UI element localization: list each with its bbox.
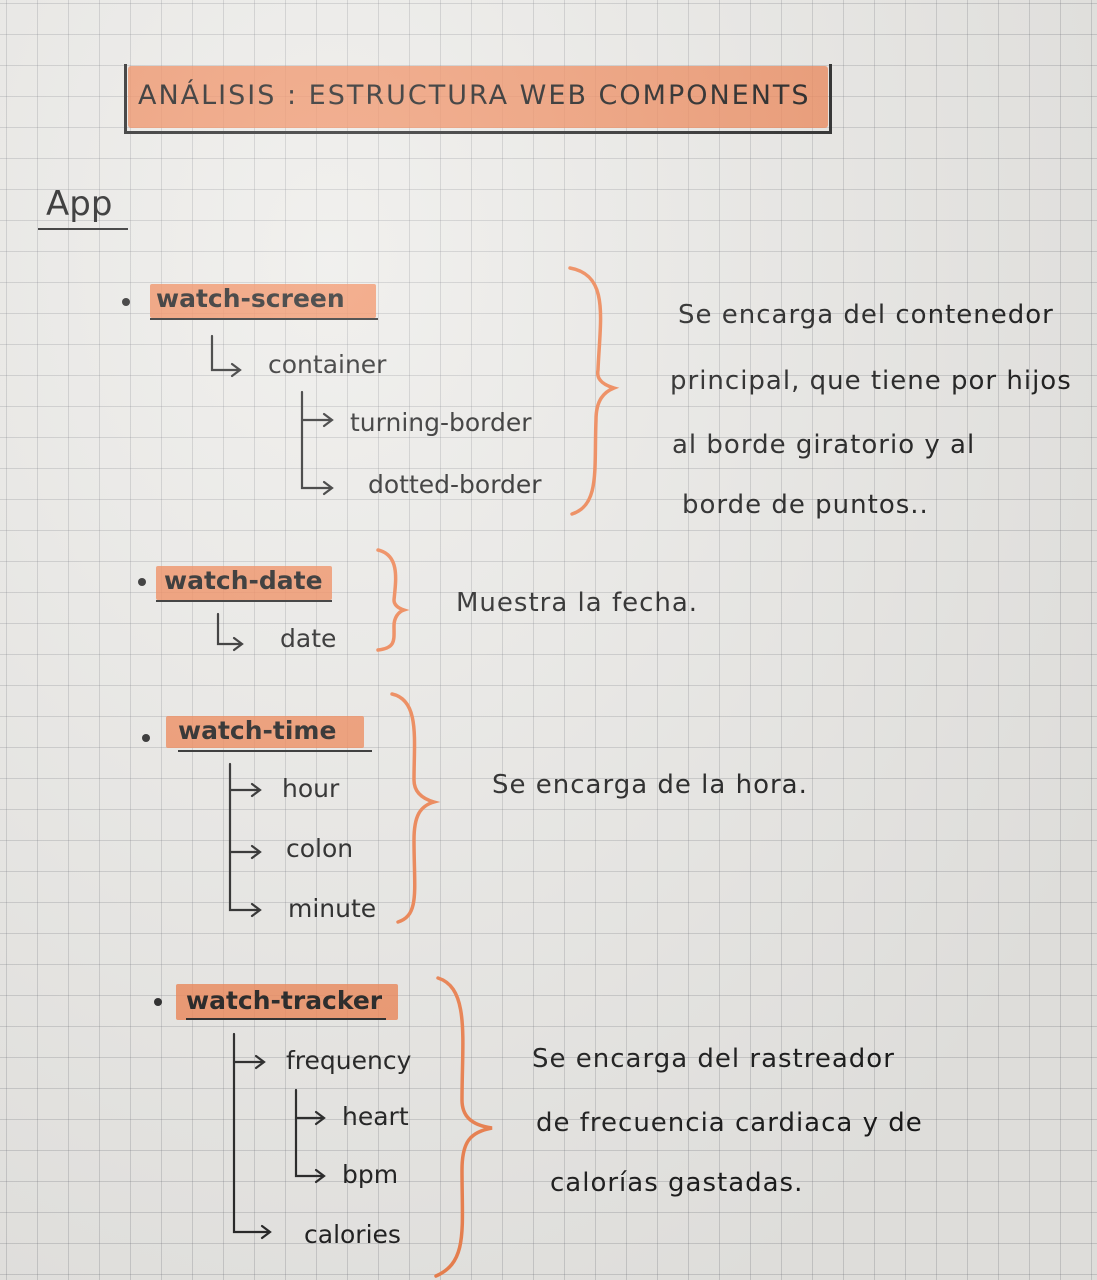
page-title: ANÁLISIS : ESTRUCTURA WEB COMPONENTS	[138, 80, 811, 111]
child-bpm: bpm	[342, 1160, 399, 1189]
brace-watch-date	[376, 548, 410, 652]
child-calories: calories	[304, 1220, 401, 1249]
desc-watch-screen-line1: Se encarga del contenedor	[678, 300, 1054, 330]
underline-watch-tracker	[186, 1018, 386, 1020]
component-watch-time: watch-time	[178, 716, 337, 745]
arrow-calories	[232, 1032, 270, 1234]
child-dotted-border: dotted-border	[368, 470, 542, 499]
desc-watch-time: Se encarga de la hora.	[492, 770, 808, 800]
bullet-watch-date	[138, 578, 146, 586]
underline-watch-time	[178, 750, 372, 752]
bullet-watch-time	[142, 734, 150, 742]
brace-watch-screen	[568, 266, 620, 516]
arrow-date	[216, 612, 242, 646]
child-colon: colon	[286, 834, 354, 863]
desc-watch-date: Muestra la fecha.	[456, 588, 699, 618]
highlight-watch-screen	[150, 284, 376, 318]
desc-watch-screen-line3: al borde giratorio y al	[672, 430, 976, 460]
arrow-minute	[228, 762, 260, 912]
title-highlight	[128, 66, 828, 128]
child-frequency: frequency	[286, 1046, 412, 1075]
desc-watch-screen-line4: borde de puntos..	[682, 490, 929, 520]
underline-watch-screen	[150, 318, 378, 320]
component-watch-screen: watch-screen	[156, 284, 345, 313]
desc-watch-screen-line2: principal, que tiene por hijos	[670, 366, 1072, 396]
child-hour: hour	[282, 774, 340, 803]
desc-watch-tracker-line3: calorías gastadas.	[550, 1168, 804, 1198]
highlight-watch-time	[166, 716, 364, 748]
desc-watch-tracker-line1: Se encarga del rastreador	[532, 1044, 895, 1074]
bullet-watch-tracker	[154, 998, 162, 1006]
brace-watch-tracker	[434, 976, 493, 1278]
child-turning-border: turning-border	[350, 408, 532, 437]
component-watch-date: watch-date	[164, 566, 323, 595]
highlight-watch-tracker	[176, 984, 398, 1020]
title-box	[124, 64, 832, 134]
arrow-bpm	[294, 1088, 324, 1178]
child-heart: heart	[342, 1102, 409, 1131]
desc-watch-tracker-line2: de frecuencia cardiaca y de	[536, 1108, 923, 1138]
app-underline	[38, 228, 128, 230]
underline-watch-date	[156, 600, 332, 602]
bullet-watch-screen	[122, 298, 130, 306]
highlight-watch-date	[156, 566, 332, 600]
app-label: App	[46, 184, 113, 224]
arrow-dotted-border	[300, 390, 332, 490]
component-watch-tracker: watch-tracker	[186, 986, 383, 1015]
arrow-container	[210, 334, 240, 372]
child-minute: minute	[288, 894, 377, 923]
child-date: date	[280, 624, 337, 653]
child-container: container	[268, 350, 387, 379]
brace-watch-time	[390, 692, 441, 924]
